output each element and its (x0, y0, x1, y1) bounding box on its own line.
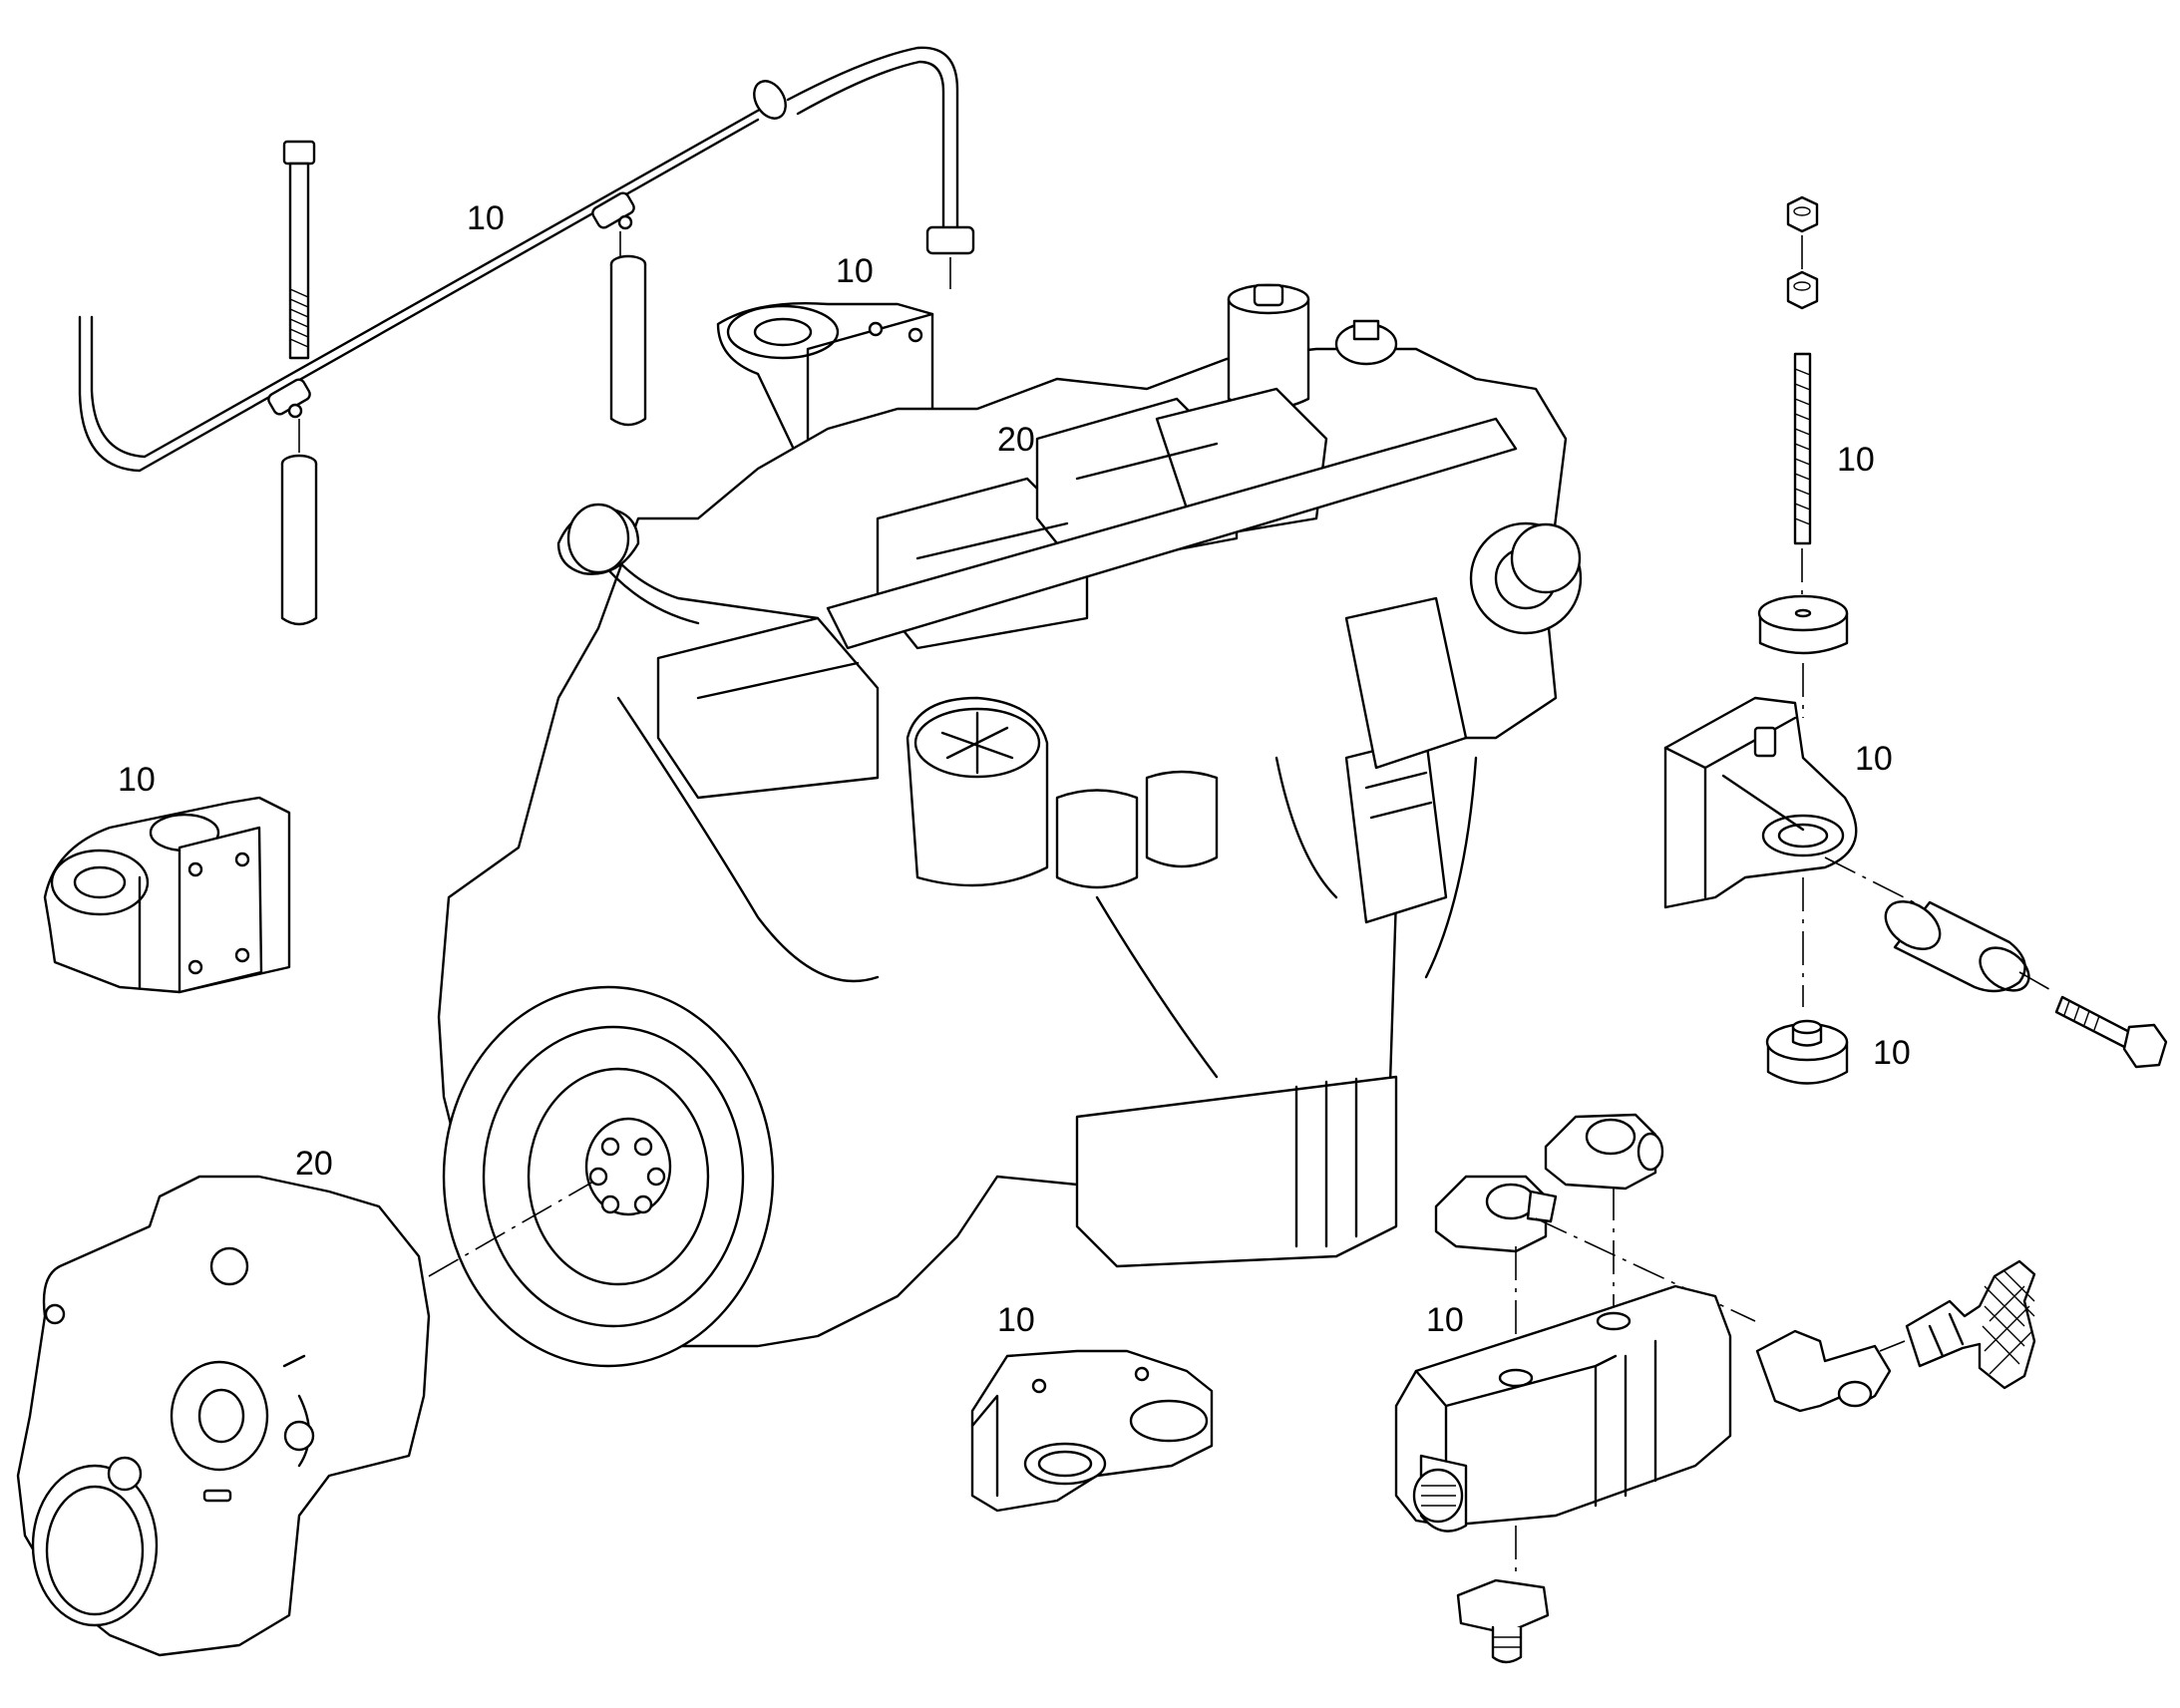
callout-labels: 10 10 20 10 10 10 10 20 10 10 (118, 199, 1911, 1339)
flywheel-axis-line (428, 1181, 594, 1277)
hex-bolt (2054, 995, 2168, 1069)
flywheel-housing (16, 1175, 431, 1657)
mounting-bolt (282, 140, 316, 360)
engine-mount-bottom-center (970, 1349, 1214, 1513)
callout-mount-left: 10 (118, 761, 156, 799)
callout-rubber-mount: 10 (1873, 1034, 1911, 1072)
hose-axis (1879, 1340, 1906, 1352)
pump-flange-bottom (1456, 1578, 1550, 1664)
nut-lower (1786, 270, 1819, 310)
pump-fitting-elbow-left (1434, 1175, 1558, 1253)
pump-fitting-elbow-right (1544, 1113, 1664, 1191)
rubber-mount-lower (1765, 1019, 1849, 1085)
threaded-stud (1793, 352, 1812, 545)
callout-stud: 10 (1837, 441, 1875, 479)
callout-flywheel-housing: 20 (295, 1145, 333, 1183)
bolt-axis (2018, 971, 2055, 993)
hose-fitting-braided (1905, 1259, 2036, 1390)
callout-hydraulic-pump: 10 (1426, 1301, 1464, 1339)
engine-mount-left (43, 796, 291, 994)
callout-bracket-top-center: 10 (836, 252, 874, 290)
nut-upper (1786, 195, 1819, 233)
pump-axis-lines (1515, 1187, 1756, 1351)
spacer-axis (1824, 856, 1921, 906)
flywheel (442, 985, 775, 1368)
pump-adapter-fitting (1755, 1329, 1892, 1413)
callout-rear-mount: 10 (1855, 740, 1893, 778)
hydraulic-pump (1394, 1284, 1732, 1533)
engine-block (437, 283, 1583, 1348)
rubber-mount-upper (1757, 594, 1849, 655)
callout-fuel-line: 10 (467, 199, 505, 237)
spacer-tube-upper (609, 254, 647, 427)
callout-mount-bottom-center: 10 (997, 1301, 1035, 1339)
spacer-tube-lower (280, 454, 318, 626)
rear-mount-bracket (1663, 696, 1858, 909)
callout-engine: 20 (997, 421, 1035, 459)
fuel-line-assembly (78, 46, 975, 473)
spacer-sleeve (1884, 900, 2030, 993)
